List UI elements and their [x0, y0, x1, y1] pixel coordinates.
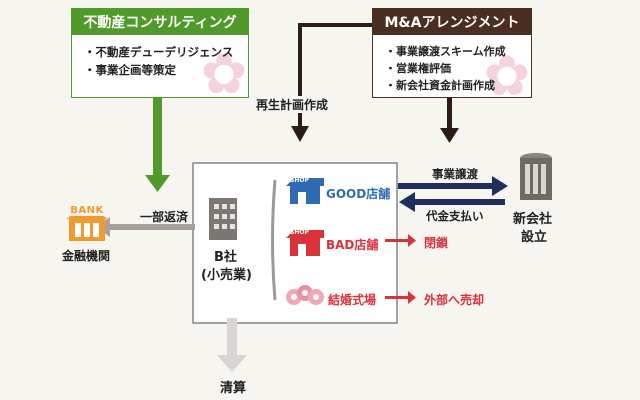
plan-arrow	[291, 23, 372, 142]
sell-arrow	[385, 291, 416, 304]
sakura-watermark-icon: ✿	[483, 44, 531, 98]
ma-item: ・事業譲渡スキーム作成	[385, 45, 506, 58]
bad-shop-sign: SHOP	[290, 229, 309, 236]
liquidation-label: 清算	[220, 381, 247, 396]
new-company-name: 新会社	[513, 212, 553, 227]
bad-shop-icon: SHOP	[284, 228, 324, 258]
ma-item: ・営業権評価	[385, 62, 451, 75]
consulting-title: 不動産コンサルティング	[72, 9, 248, 35]
wedding-flowers-icon	[284, 283, 326, 309]
consulting-items: ・不動産デューデリジェンス ・事業企画等策定	[84, 43, 240, 79]
building-icon	[207, 196, 241, 242]
consulting-arrow	[145, 97, 170, 192]
ma-items: ・事業譲渡スキーム作成 ・営業権評価 ・新会社資金計画作成	[385, 43, 523, 94]
payment-label: 代金支払い	[426, 209, 484, 223]
consulting-item: ・不動産デューデリジェンス	[84, 45, 234, 59]
bank-icon: BANK	[64, 203, 110, 243]
liquidation-arrow	[217, 318, 247, 372]
good-shop-sign: SHOP	[290, 177, 309, 184]
transfer-label: 事業譲渡	[432, 167, 478, 181]
consulting-box: 不動産コンサルティング ✿ ・不動産デューデリジェンス ・事業企画等策定	[71, 8, 249, 98]
repay-label: 一部返済	[140, 210, 189, 224]
ma-title: M&Aアレンジメント	[373, 9, 531, 35]
company-b-sub: (小売業)	[201, 268, 252, 283]
ma-item: ・新会社資金計画作成	[385, 79, 495, 92]
close-label: 閉鎖	[424, 236, 449, 250]
wedding-label: 結婚式場	[328, 293, 377, 307]
sell-label: 外部へ売却	[424, 293, 485, 307]
payment-arrow	[399, 192, 505, 212]
good-shop-icon: SHOP	[284, 176, 324, 206]
new-company-sub: 設立	[521, 230, 548, 245]
sakura-watermark-icon: ✿	[200, 42, 248, 98]
ma-down-arrow	[440, 96, 459, 143]
company-b-name: B社	[214, 250, 237, 265]
close-arrow	[385, 234, 416, 247]
ma-box: M&Aアレンジメント ✿ ・事業譲渡スキーム作成 ・営業権評価 ・新会社資金計画…	[372, 8, 532, 98]
good-shop-label: GOOD店舗	[326, 187, 391, 201]
bad-shop-label: BAD店舗	[326, 238, 379, 252]
consulting-item: ・事業企画等策定	[84, 63, 176, 77]
transfer-arrow	[398, 176, 508, 196]
bank-sign: BANK	[64, 205, 110, 216]
bank-name: 金融機関	[62, 249, 111, 263]
plan-label: 再生計画作成	[254, 96, 331, 113]
new-company-building-icon	[516, 150, 560, 204]
